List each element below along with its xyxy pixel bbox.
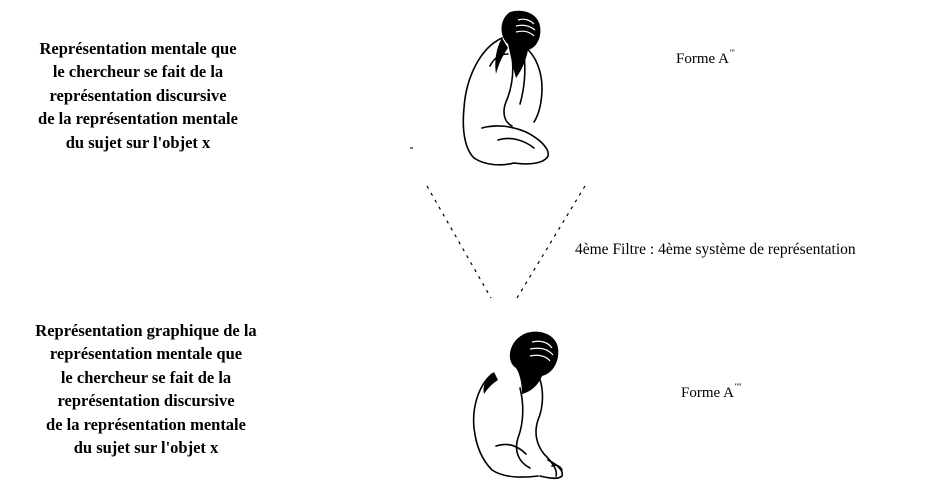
funnel-right-line xyxy=(516,185,586,299)
bottom-description-line: le chercheur se fait de la xyxy=(60,367,232,387)
top-description-line: Représentation mentale que xyxy=(39,39,237,58)
bottom-form-label: Forme A'''' xyxy=(681,382,741,402)
top-description-line: le chercheur se fait de la xyxy=(52,62,224,82)
bottom-description-line: représentation mentale que xyxy=(49,344,243,364)
filter-funnel-lines xyxy=(426,185,586,299)
top-form-label: Forme A''' xyxy=(676,48,735,68)
kneeling-figure-bottom-illustration xyxy=(472,331,564,480)
bottom-description: Représentation graphique de la représent… xyxy=(0,319,292,459)
top-description-line: du sujet sur l'objet x xyxy=(65,132,211,152)
top-description-line: de la représentation mentale xyxy=(38,109,238,129)
bottom-description-line: du sujet sur l'objet x xyxy=(73,438,219,458)
seated-figure-top-illustration xyxy=(462,10,549,166)
filter-label: 4ème Filtre : 4ème système de représenta… xyxy=(575,241,856,258)
stray-mark xyxy=(410,147,413,149)
funnel-left-line xyxy=(426,185,492,299)
bottom-form-primes: '''' xyxy=(734,382,742,392)
bottom-description-line: de la représentation mentale xyxy=(46,414,246,434)
bottom-description-line: représentation discursive xyxy=(57,391,235,411)
top-description: Représentation mentale que le chercheur … xyxy=(0,37,276,154)
bottom-form-label-text: Forme A xyxy=(681,385,734,401)
top-form-label-text: Forme A xyxy=(676,51,729,67)
bottom-description-line: Représentation graphique de la xyxy=(35,321,257,340)
top-description-line: représentation discursive xyxy=(49,85,227,105)
top-form-primes: ''' xyxy=(729,48,735,58)
